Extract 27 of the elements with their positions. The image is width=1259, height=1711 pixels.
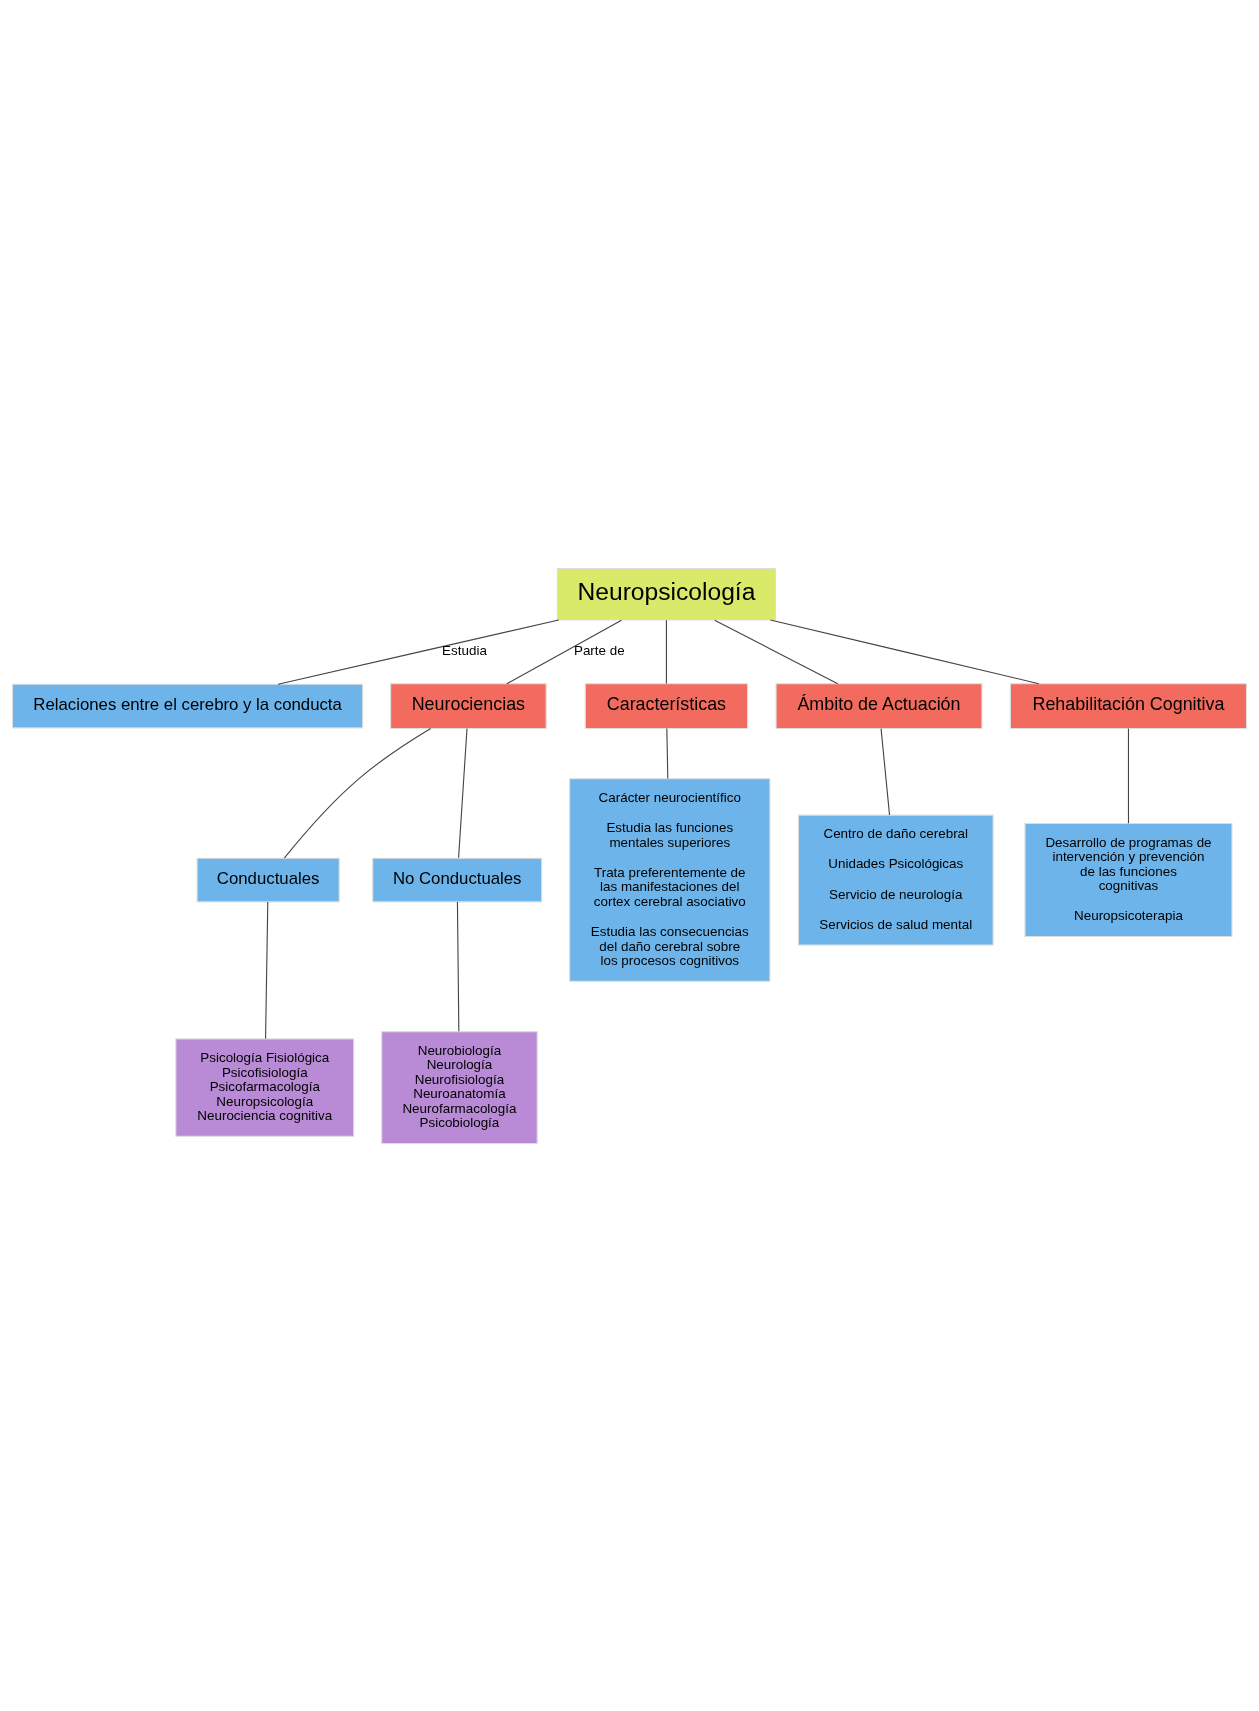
node-box: Carácter neurocientífico Estudia las funciones mentales superiores Trata preferentemente de las manifestaciones del cortex cerebral asociativo Estudia las consecuencias del daño cerebral sobre los procesos cognitivos [569, 777, 771, 982]
node-box: Relaciones entre el cerebro y la conducta [11, 683, 364, 728]
node-box: Ámbito de Actuación [775, 682, 983, 729]
node-box: Rehabilitación Cognitiva [1009, 682, 1248, 729]
connector [665, 619, 667, 684]
node-box: Neurociencias [390, 682, 547, 729]
node-box: Características [584, 682, 749, 729]
node-box: Centro de daño cerebral Unidades Psicológicas Servicio de neurología Servicios de salud mental [797, 814, 994, 945]
connector [277, 618, 560, 685]
connector [506, 619, 623, 684]
connector [666, 727, 669, 779]
edge-label: Parte de [573, 642, 625, 658]
connector [714, 619, 839, 684]
edge-label: Estudia [442, 642, 487, 658]
node-box: Conductuales [196, 857, 340, 902]
connector [456, 900, 460, 1032]
connector [265, 900, 269, 1039]
node-box: Psicología Fisiológica Psicofisiología Psicofarmacología Neuropsicología Neurociencia cognitiva [175, 1037, 355, 1137]
connector [1127, 727, 1130, 824]
node-box: Desarrollo de programas de intervención y prevención de las funciones cognitivas Neuropsicoterapia [1024, 822, 1233, 937]
node-box: Neuropsicología [556, 567, 777, 620]
connector [880, 727, 891, 816]
connector [458, 727, 468, 858]
node-box: Neurobiología Neurología Neurofisiología Neuroanatomía Neurofarmacología Psicobiología [381, 1030, 538, 1144]
node-box: No Conductuales [372, 857, 543, 902]
connector [769, 618, 1040, 684]
connector [283, 727, 432, 858]
